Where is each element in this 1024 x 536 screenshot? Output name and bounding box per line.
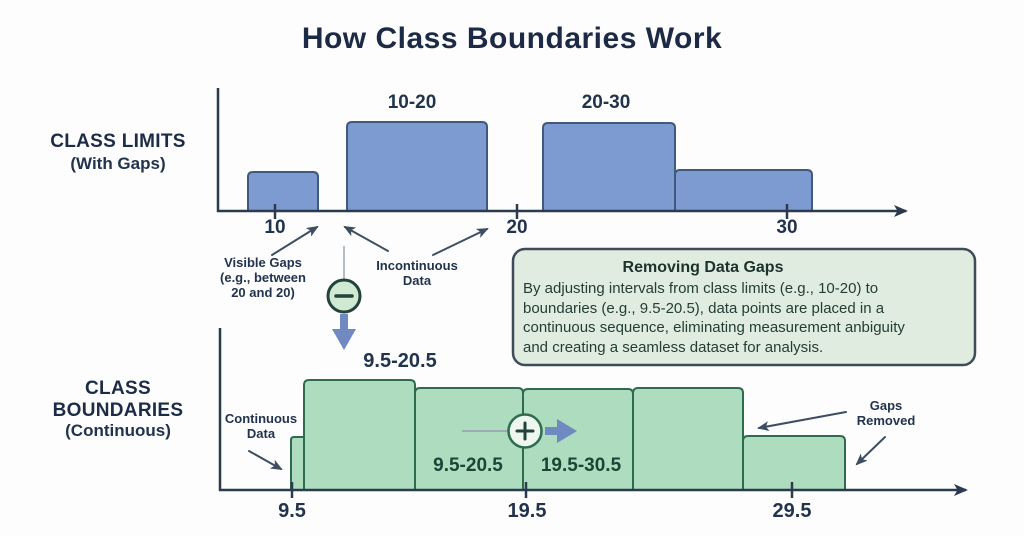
tick-label-20: 20 xyxy=(506,217,528,238)
continuous-data-note: Continuous Data xyxy=(224,411,298,441)
class-limits-bar-1 xyxy=(247,171,319,212)
class-boundaries-heading: CLASS BOUNDARIES xyxy=(52,378,184,421)
class-limits-subheading: (With Gaps) xyxy=(70,154,166,173)
plus-icon xyxy=(462,413,577,449)
class-limits-bar-4 xyxy=(674,169,813,212)
bar-label-20-30: 20-30 xyxy=(581,92,631,113)
infobox-title: Removing Data Gaps xyxy=(622,259,784,276)
class-boundaries-bar-1 xyxy=(303,379,416,491)
class-boundaries-bar-5 xyxy=(742,435,846,491)
page-title: How Class Boundaries Work xyxy=(301,22,723,55)
continuous-data-arrow xyxy=(248,450,283,470)
infobox-panel xyxy=(511,247,977,367)
tick-label-29-5: 29.5 xyxy=(772,500,812,522)
class-boundaries-chart xyxy=(218,328,968,498)
class-boundaries-subheading: (Continuous) xyxy=(65,421,171,440)
class-limits-bar-3 xyxy=(542,122,676,212)
gaps-removed-arrow-down xyxy=(855,436,886,466)
gaps-removed-note: Gaps Removed xyxy=(856,398,916,428)
inner-label-9-5-20-5: 9.5-20.5 xyxy=(433,455,503,476)
incontinuous-note: Incontinuous Data xyxy=(376,258,458,288)
class-boundaries-bar-4 xyxy=(632,387,744,491)
class-limits-heading: CLASS LIMITS xyxy=(50,131,186,152)
infobox-body: By adjusting intervals from class limits… xyxy=(523,280,905,356)
incontinuous-arrow-left xyxy=(343,226,389,252)
lower-annotation-arrows xyxy=(248,411,886,470)
visible-gaps-arrow xyxy=(271,225,319,256)
bar-label-10-20: 10-20 xyxy=(387,92,437,113)
tick-label-30: 30 xyxy=(776,217,798,238)
gaps-removed-arrow-left xyxy=(757,411,847,432)
class-limits-bar-2 xyxy=(346,121,488,212)
down-arrow-icon xyxy=(332,314,356,350)
tick-label-10: 10 xyxy=(264,217,286,238)
visible-gaps-note: Visible Gaps (e.g., between 20 and 20) xyxy=(220,255,306,300)
upper-annotation-arrows xyxy=(271,225,489,256)
tick-label-19-5: 19.5 xyxy=(507,500,547,522)
class-limits-chart xyxy=(216,88,908,219)
minus-icon xyxy=(326,246,362,350)
inner-label-19-5-30-5: 19.5-30.5 xyxy=(540,455,622,476)
class-boundaries-bar-0 xyxy=(290,436,305,491)
boundaries-top-label: 9.5-20.5 xyxy=(363,350,437,372)
right-arrow-icon xyxy=(545,419,577,443)
incontinuous-arrow-right xyxy=(432,228,489,256)
tick-label-9-5: 9.5 xyxy=(278,500,306,522)
